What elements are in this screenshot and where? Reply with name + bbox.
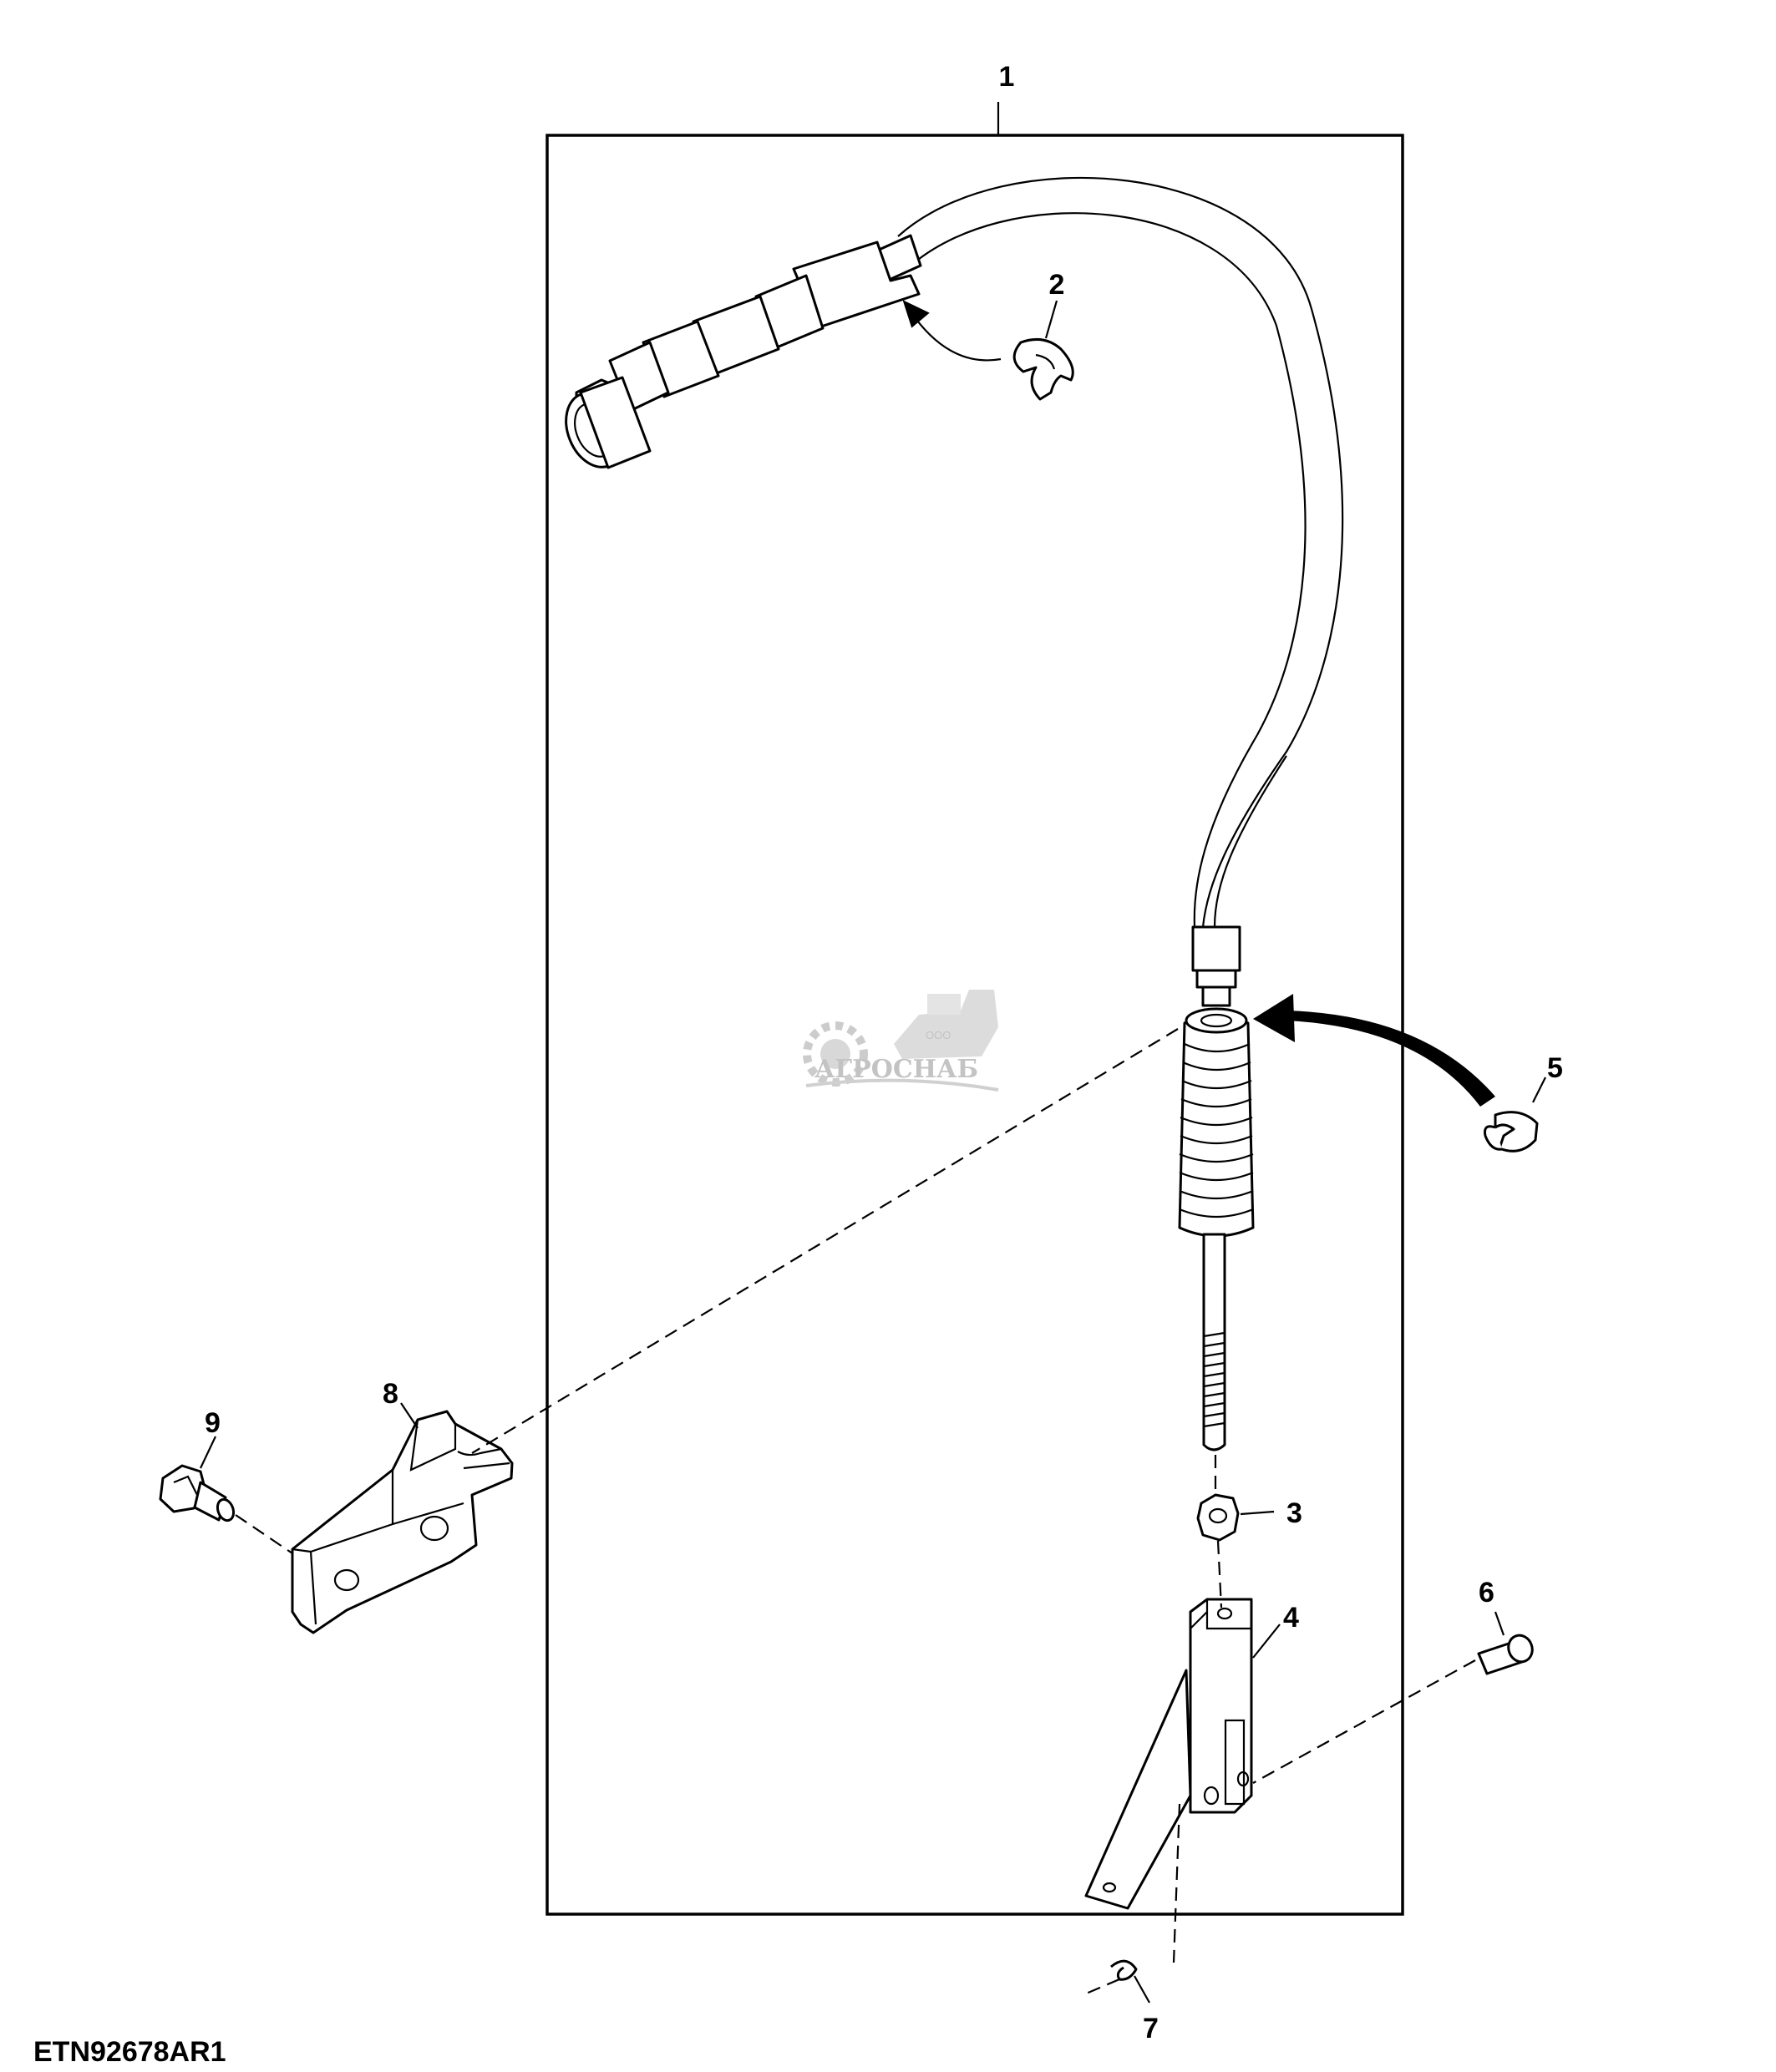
bolt-9 [159,1464,236,1522]
assembly-frame [545,134,1404,1916]
pin-6 [1477,1634,1534,1675]
clip-7 [1110,1959,1138,1981]
arrow-5 [1286,1011,1495,1107]
svg-text:4: 4 [1283,1602,1299,1634]
figure-id: ETN92678AR1 [33,2036,226,2068]
assembly-lines [235,1028,1476,1996]
callout-7: 7 [1134,1975,1159,2044]
callout-1: 1 [997,61,1015,135]
callout-6: 6 [1479,1577,1505,1636]
svg-text:3: 3 [1286,1497,1302,1529]
clip-5 [1484,1111,1539,1153]
nut-3 [1196,1493,1240,1542]
svg-text:1: 1 [999,61,1015,93]
svg-text:6: 6 [1479,1577,1494,1608]
threaded-rod [1202,1233,1226,1451]
bracket-4 [1084,1598,1253,1910]
control-cable [565,176,1344,1451]
callout-4: 4 [1252,1602,1299,1659]
watermark: ООО АГРОСНАБ [803,990,999,1092]
callout-8: 8 [383,1378,419,1429]
watermark-prefix: ООО [926,1029,951,1041]
svg-text:9: 9 [205,1407,221,1439]
svg-text:2: 2 [1049,269,1065,301]
callout-9: 9 [200,1407,221,1469]
callout-3: 3 [1240,1497,1302,1529]
arrow-5-head [1253,994,1295,1042]
svg-text:8: 8 [383,1378,398,1410]
callout-2: 2 [1044,269,1065,339]
arrow-2-head [902,300,930,328]
lever-8 [291,1410,514,1634]
arrow-2 [914,317,1002,362]
callout-5: 5 [1532,1052,1563,1103]
rubber-boot [1178,1007,1255,1238]
clip-2 [1012,337,1074,401]
svg-text:7: 7 [1143,2013,1159,2044]
svg-text:5: 5 [1547,1052,1563,1084]
